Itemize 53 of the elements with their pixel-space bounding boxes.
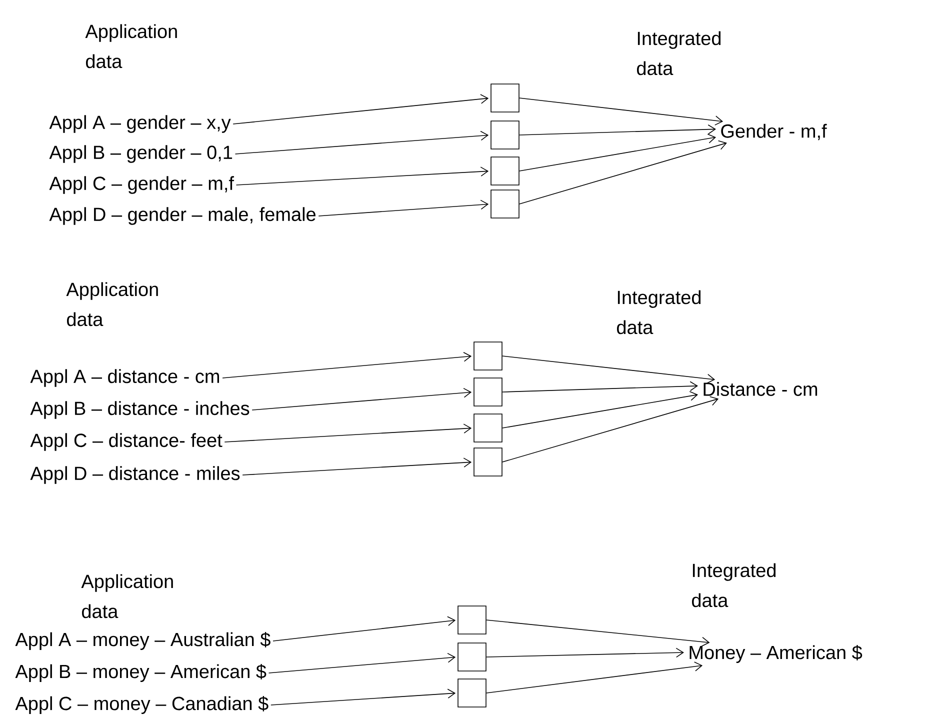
- source-label: Appl C – distance- feet: [30, 433, 222, 451]
- arrow: [268, 652, 456, 674]
- arrow: [270, 688, 456, 706]
- arrow: [519, 124, 716, 136]
- source-label: Appl C – gender – m,f: [49, 176, 234, 194]
- arrow: [519, 140, 727, 204]
- section-heading: Application data: [85, 24, 177, 68]
- arrow: [502, 381, 698, 392]
- arrow: [502, 356, 716, 384]
- arrow: [502, 396, 719, 462]
- section-heading: Application data: [81, 574, 173, 618]
- arrow: [486, 648, 684, 658]
- mapping-box: [458, 606, 486, 634]
- target-label: Money – American $: [690, 645, 862, 663]
- section-heading: Integrated data: [637, 31, 721, 76]
- mapping-box: [490, 156, 520, 186]
- mapping-box: [474, 378, 502, 406]
- arrow: [224, 424, 472, 442]
- arrow: [519, 98, 724, 126]
- arrow: [502, 391, 698, 428]
- source-label: Appl D – gender – male, female: [49, 207, 316, 225]
- arrow: [236, 166, 489, 186]
- arrow: [486, 662, 703, 694]
- section-heading: Integrated data: [617, 290, 701, 334]
- mapping-box: [474, 448, 502, 476]
- mapping-box: [458, 642, 486, 672]
- arrow: [318, 200, 489, 216]
- mapping-box: [490, 190, 520, 218]
- arrow: [519, 134, 716, 172]
- mapping-box: [490, 84, 520, 112]
- arrow: [234, 130, 489, 154]
- source-label: Appl A – distance - cm: [30, 369, 219, 387]
- section-heading: Integrated data: [692, 563, 776, 608]
- source-label: Appl C – money – Canadian $: [15, 696, 268, 714]
- mapping-box: [474, 414, 502, 442]
- arrow: [222, 352, 472, 378]
- mapping-box: [474, 342, 502, 370]
- arrow: [232, 94, 489, 124]
- source-label: Appl B – distance - inches: [30, 401, 250, 419]
- source-label: Appl A – money – Australian $: [15, 632, 270, 650]
- arrow: [486, 620, 710, 647]
- target-label: Gender - m,f: [721, 124, 827, 140]
- source-label: Appl D – distance - miles: [30, 466, 240, 484]
- source-label: Appl B – money – American $: [15, 664, 266, 682]
- arrow: [272, 616, 456, 642]
- source-label: Appl A – gender – x,y: [49, 115, 231, 133]
- source-label: Appl B – gender – 0,1: [49, 145, 232, 163]
- arrow: [252, 388, 472, 410]
- target-label: Distance - cm: [704, 382, 818, 396]
- section-heading: Application data: [66, 282, 158, 326]
- arrow: [242, 458, 472, 476]
- mapping-box: [458, 678, 486, 708]
- mapping-box: [490, 120, 520, 150]
